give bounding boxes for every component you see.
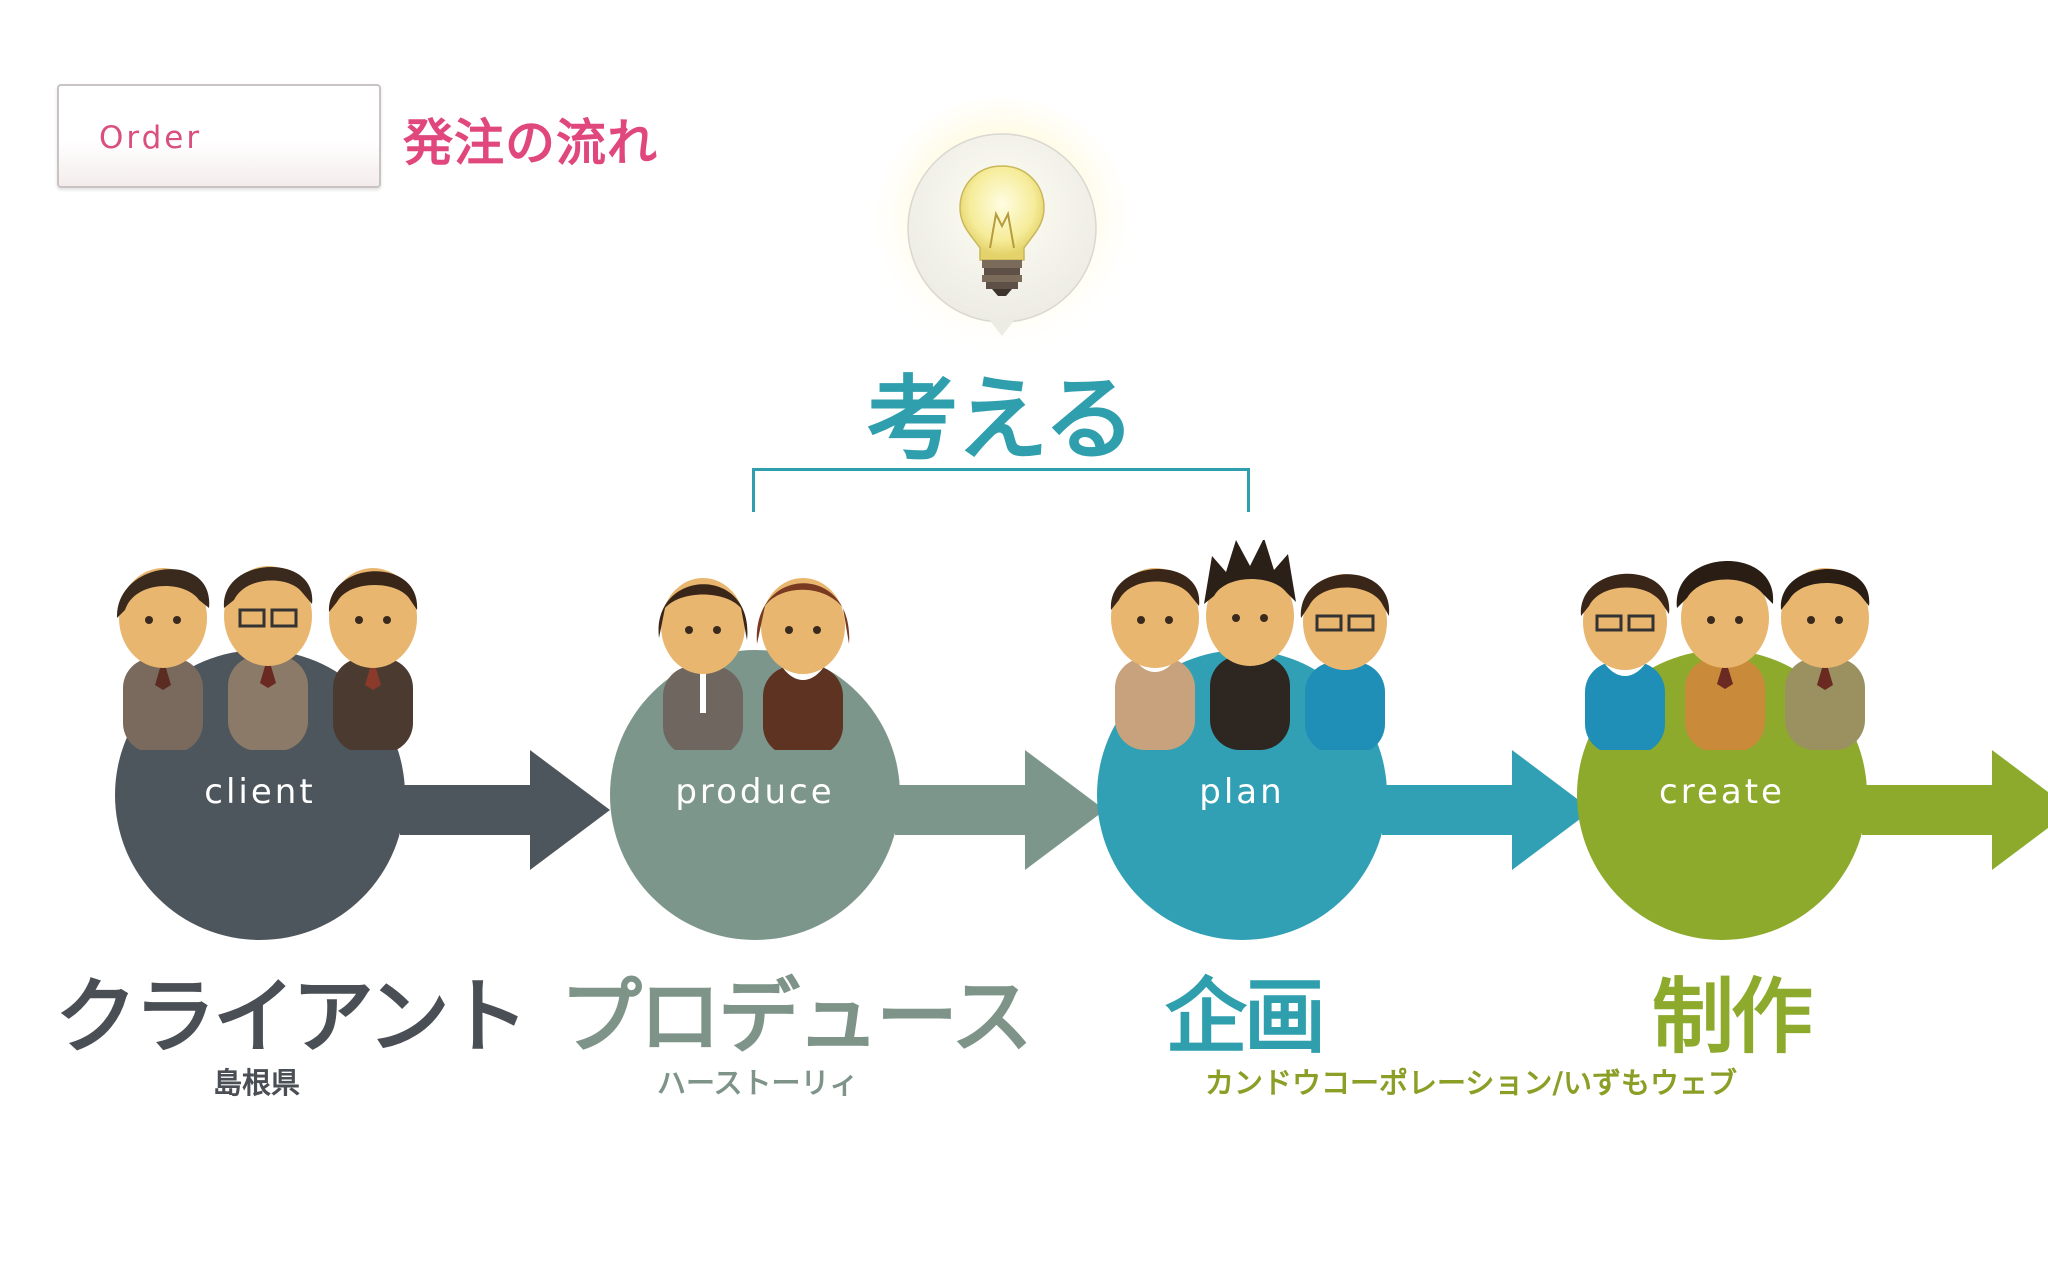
stage-en-label: plan <box>1199 772 1285 812</box>
arrow-icon <box>1382 750 1592 870</box>
stage-sub-label-produce: ハーストーリィ <box>657 1066 859 1100</box>
stage-en-label: produce <box>675 772 835 812</box>
people-icon <box>1110 540 1390 750</box>
stage-jp-label-create: 制作 <box>1652 970 1813 1065</box>
stage-circle <box>610 650 900 940</box>
people-icon <box>116 566 418 750</box>
stage-sub-label-plan: カンドウコーポレーション/いずもウェブ <box>1205 1066 1738 1100</box>
stage-plan: plan <box>1097 540 1592 940</box>
page-title: 発注の流れ <box>403 114 658 172</box>
order-badge: Order <box>57 84 381 188</box>
think-bracket <box>752 468 1250 512</box>
lightbulb-icon <box>860 98 1140 358</box>
arrow-icon <box>895 750 1105 870</box>
stage-create: create <box>1577 540 2048 940</box>
stage-jp-label-plan: 企画 <box>1165 970 1326 1065</box>
think-label: 考える <box>866 366 1135 473</box>
stage-en-label: client <box>204 772 316 812</box>
people-icon <box>658 578 850 750</box>
stage-produce: produce <box>610 540 1105 940</box>
stage-client: client <box>115 540 610 940</box>
stage-jp-label-client: クライアント <box>55 970 529 1065</box>
people-icon <box>1580 560 1870 750</box>
arrow-icon <box>1862 750 2048 870</box>
stage-jp-label-produce: プロデュース <box>560 970 1033 1065</box>
stage-en-label: create <box>1659 772 1785 812</box>
arrow-icon <box>400 750 610 870</box>
stage-sub-label-client: 島根県 <box>213 1066 301 1100</box>
